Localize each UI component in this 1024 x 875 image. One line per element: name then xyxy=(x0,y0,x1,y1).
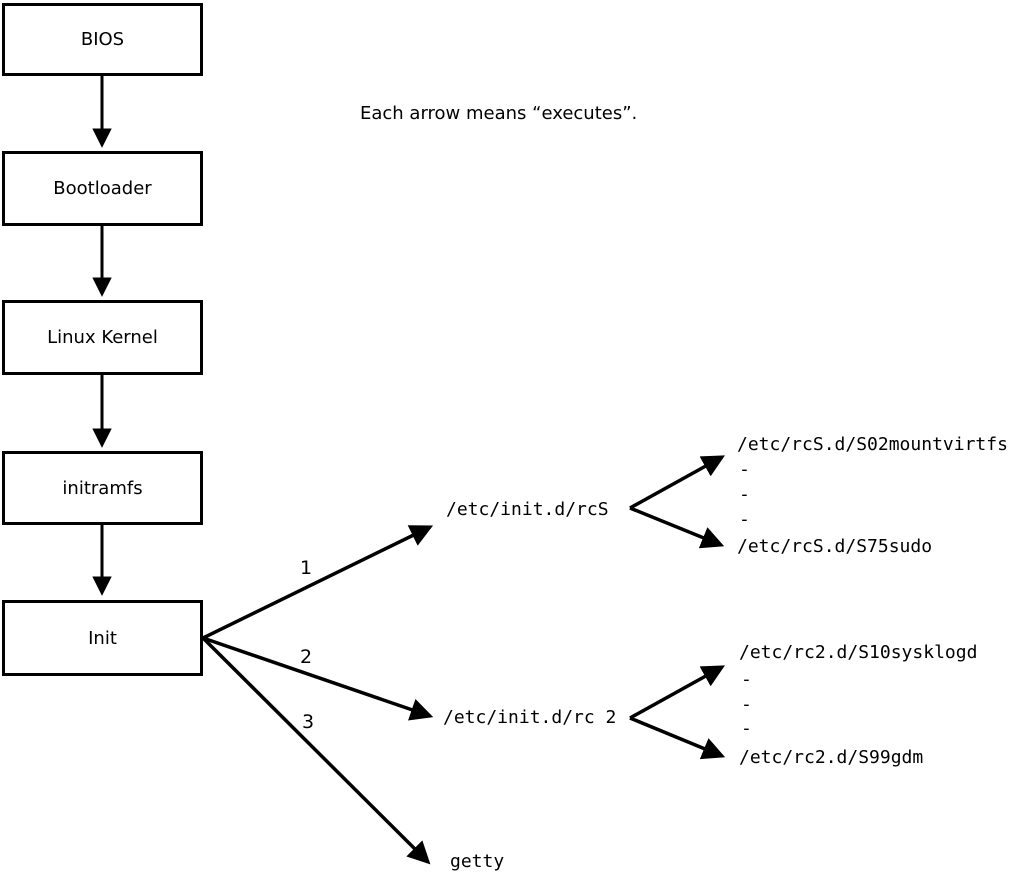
branch-number-3: 3 xyxy=(302,711,315,733)
box-init-label: Init xyxy=(88,627,117,649)
arrow-rcs-to-s75sudo xyxy=(629,506,725,549)
box-bios-label: BIOS xyxy=(80,29,125,50)
arrow-rc2-to-s99gdm xyxy=(629,716,726,760)
box-bootloader-label: Bootloader xyxy=(53,178,152,199)
legend-note: Each arrow means “executes”. xyxy=(360,103,638,124)
rcs-child-s02mountvirtfs: /etc/rcS.d/S02mountvirtfs xyxy=(737,434,1008,455)
arrow-init-to-rc2 xyxy=(202,636,434,721)
box-linux-kernel-label: Linux Kernel xyxy=(47,327,158,348)
rcs-child-ellipsis-2: - xyxy=(739,484,750,505)
branch-target-getty: getty xyxy=(450,851,505,872)
box-bios: BIOS xyxy=(2,3,203,76)
arrow-init-to-rcs xyxy=(202,525,434,640)
rc2-child-s10sysklogd: /etc/rc2.d/S10sysklogd xyxy=(739,642,978,663)
branch-number-2: 2 xyxy=(300,646,313,668)
box-initramfs-label: initramfs xyxy=(62,477,143,499)
box-init: Init xyxy=(2,600,203,676)
arrow-rcs-to-s02mountvirtfs xyxy=(629,455,725,510)
branch-target-rc2: /etc/init.d/rc 2 xyxy=(443,707,617,728)
branch-number-1: 1 xyxy=(300,557,313,579)
arrow-rc2-to-s10sysklogd xyxy=(629,665,725,720)
rc2-child-ellipsis-1: - xyxy=(741,669,752,690)
rc2-child-ellipsis-3: - xyxy=(741,718,752,739)
rc2-child-ellipsis-2: - xyxy=(741,694,752,715)
rcs-child-ellipsis-1: - xyxy=(739,459,750,480)
box-initramfs: initramfs xyxy=(2,451,203,525)
branch-target-rcs: /etc/init.d/rcS xyxy=(446,499,609,520)
rcs-child-ellipsis-3: - xyxy=(739,509,750,530)
box-linux-kernel: Linux Kernel xyxy=(2,300,203,375)
rcs-child-s75sudo: /etc/rcS.d/S75sudo xyxy=(737,536,933,557)
rc2-child-s99gdm: /etc/rc2.d/S99gdm xyxy=(739,747,924,768)
box-bootloader: Bootloader xyxy=(2,151,203,226)
arrow-init-to-getty xyxy=(201,636,431,865)
